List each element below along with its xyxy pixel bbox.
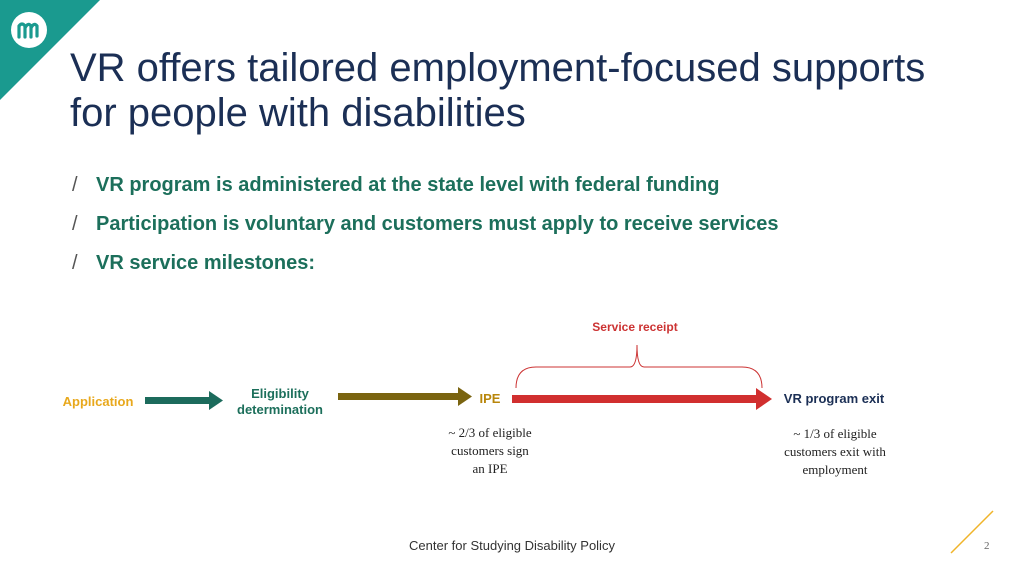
- bullet-marker: /: [72, 174, 78, 196]
- bullet-marker: /: [72, 252, 78, 274]
- arrow-ipe-to-exit: [512, 388, 772, 410]
- bullet-list: / VR program is administered at the stat…: [72, 166, 778, 283]
- note-ipe: ~ 2/3 of eligible customers sign an IPE: [448, 425, 532, 476]
- bullet-text: VR program is administered at the state …: [96, 174, 720, 196]
- accent-line: [950, 510, 994, 554]
- bullet-marker: /: [72, 213, 78, 235]
- slide-title: VR offers tailored employment-focused su…: [70, 46, 926, 135]
- note-exit: ~ 1/3 of eligible customers exit with em…: [784, 426, 886, 477]
- arrow-application-to-eligibility: [145, 391, 223, 410]
- bullet-item: / Participation is voluntary and custome…: [72, 205, 778, 244]
- label-service-receipt: Service receipt: [592, 320, 678, 334]
- corner-brand-triangle: [0, 0, 100, 100]
- logo-icon: [11, 12, 47, 48]
- page-number: 2: [984, 540, 990, 552]
- label-application: Application: [62, 394, 134, 409]
- bullet-text: VR service milestones:: [96, 252, 315, 274]
- bullet-item: / VR service milestones:: [72, 244, 778, 283]
- arrow-eligibility-to-ipe: [338, 387, 472, 406]
- label-program-exit: VR program exit: [783, 391, 885, 406]
- label-eligibility-determination: Eligibility determination: [237, 386, 323, 417]
- label-ipe: IPE: [479, 391, 501, 406]
- footer-text: Center for Studying Disability Policy: [409, 538, 615, 553]
- service-receipt-brace: [515, 344, 763, 389]
- bullet-text: Participation is voluntary and customers…: [96, 213, 779, 235]
- bullet-item: / VR program is administered at the stat…: [72, 166, 778, 205]
